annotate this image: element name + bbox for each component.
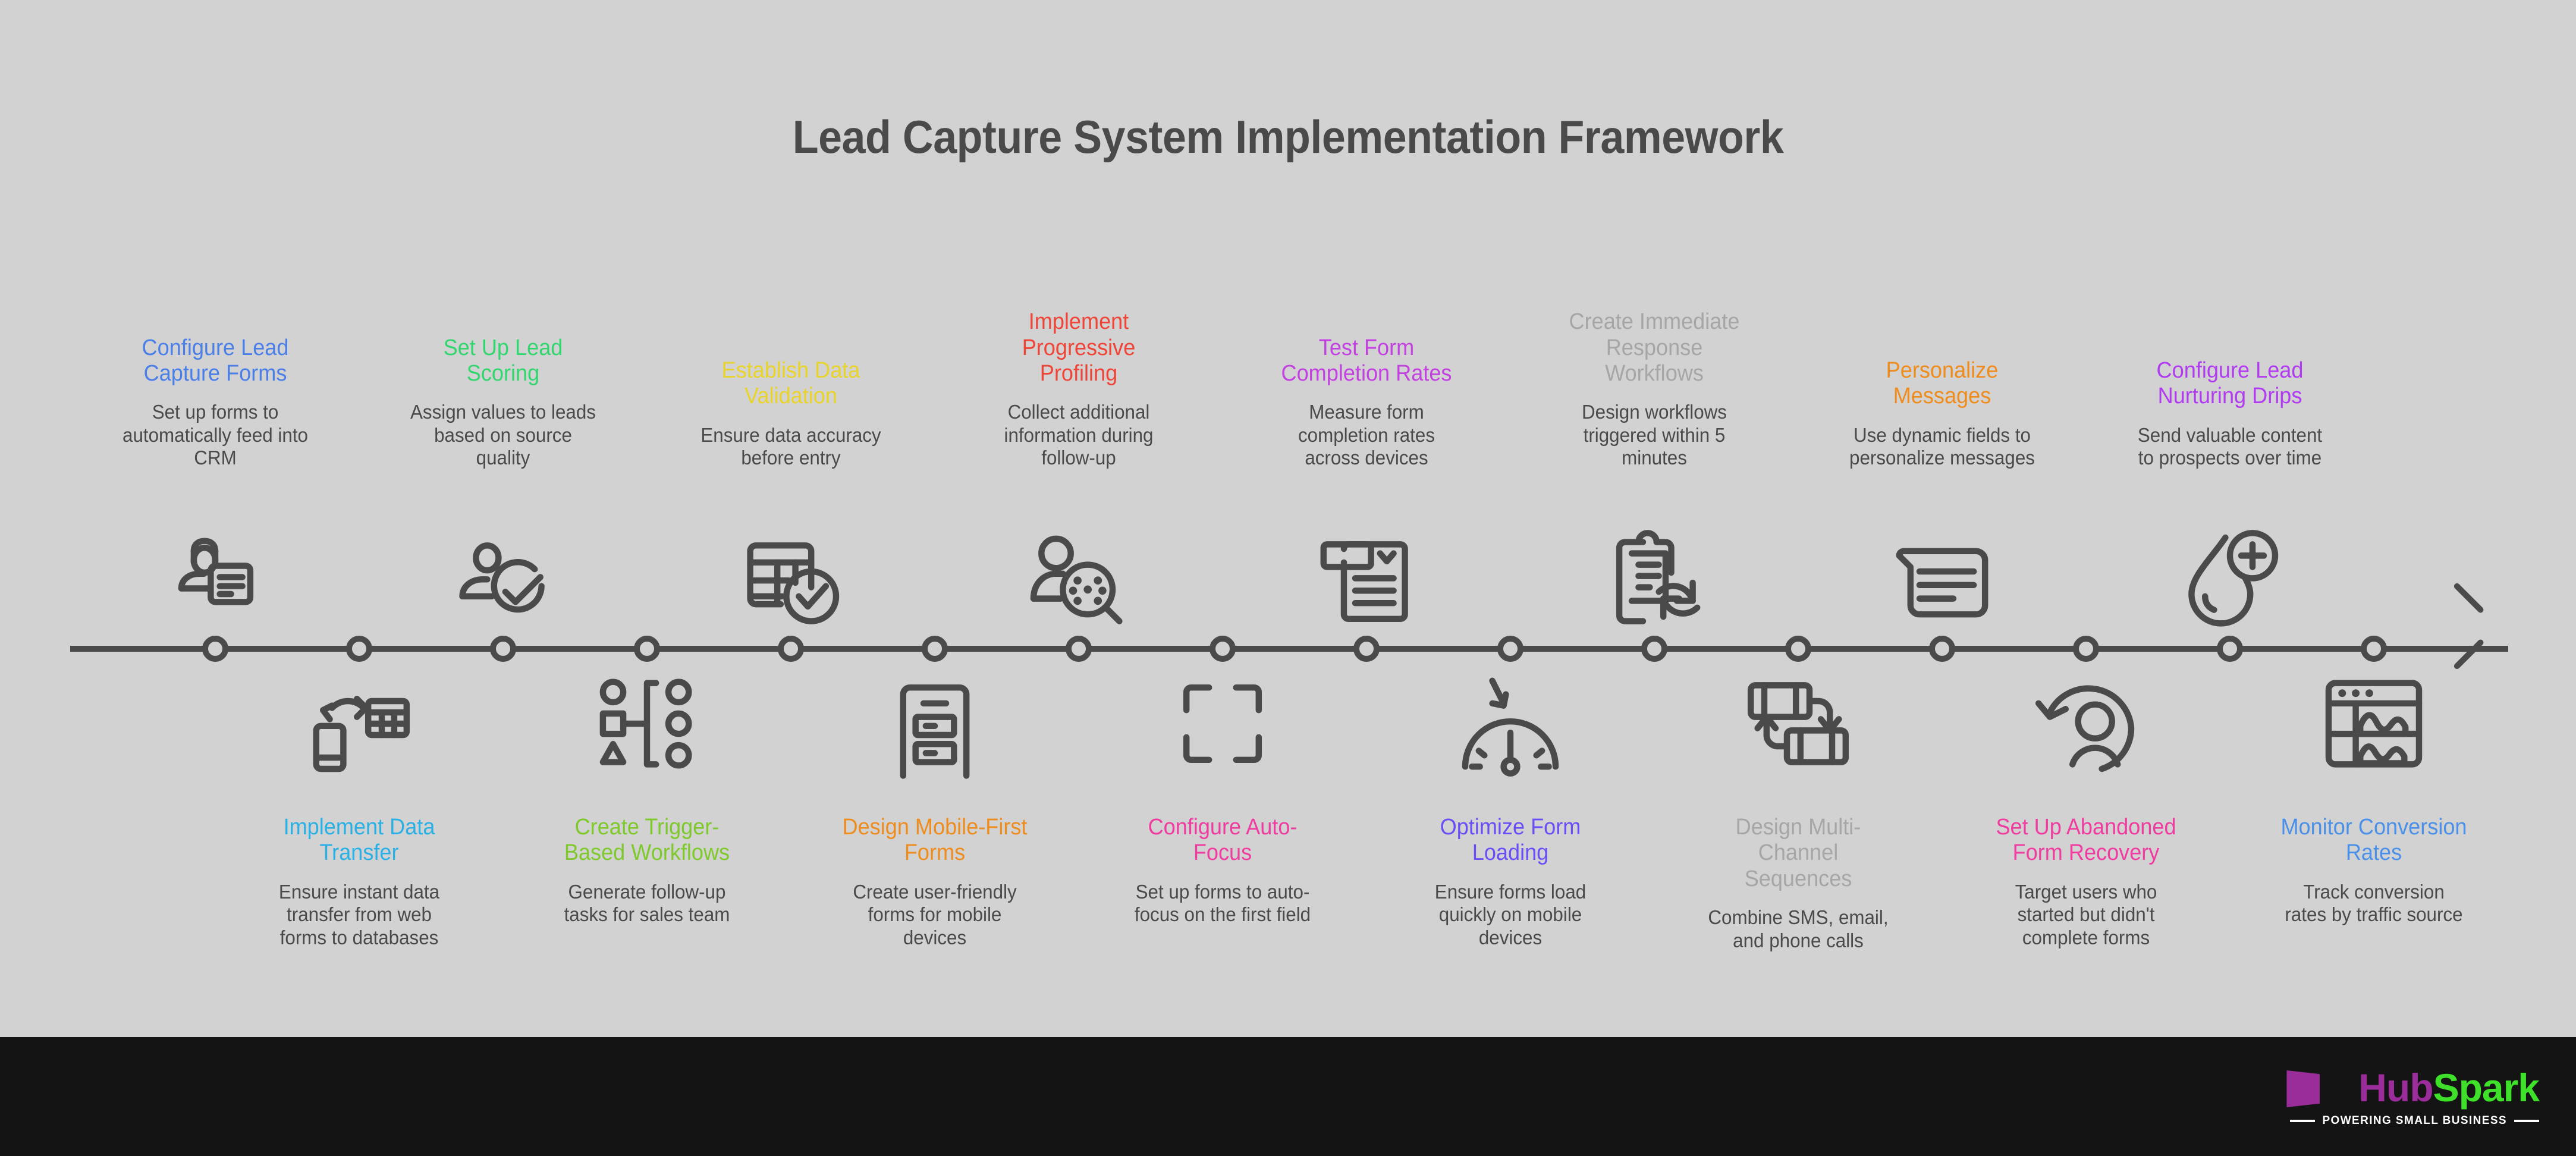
timeline-node-dot [1066,636,1092,662]
step-heading: Configure Lead Nurturing Drips [2156,358,2304,409]
focus-brackets-icon [1166,667,1279,780]
step-description: Collect additional information during fo… [1004,401,1154,469]
step-description: Use dynamic fields to personalize messag… [1849,423,2035,469]
droplet-plus-icon [2173,526,2286,639]
timeline-node-dot [2217,636,2243,662]
tagline-rule-right [2514,1120,2539,1122]
step-description: Measure form completion rates across dev… [1298,401,1435,469]
step-description: Ensure data accuracy before entry [700,423,881,469]
tagline-text: POWERING SMALL BUSINESS [2322,1114,2507,1127]
step-heading: Establish Data Validation [721,358,860,409]
person-check-icon [447,526,560,639]
step-description: Generate follow-up tasks for sales team [564,880,730,926]
table-check-icon [734,526,847,639]
timeline-node-dot [922,636,948,662]
step-heading: Design Multi-Channel Sequences [1735,815,1861,891]
person-form-icon [159,526,272,639]
multi-channel-swap-icon [1742,667,1855,780]
brand-tagline: POWERING SMALL BUSINESS [2290,1114,2539,1127]
timeline-node-dot [2073,636,2099,662]
step-description: Assign values to leads based on source q… [410,401,596,469]
step-description: Create user-friendly forms for mobile de… [853,880,1017,948]
analytics-dashboard-icon [2317,667,2430,780]
form-dropdown-icon [1310,526,1423,639]
mobile-form-drawer-icon [878,667,991,780]
timeline-node-dot [1929,636,1955,662]
step-description: Set up forms to automatically feed into … [122,401,308,469]
brand-logo-wordmark: HubSpark [2286,1066,2540,1110]
tagline-rule-left [2290,1120,2316,1122]
step-heading: Implement Data Transfer [283,815,435,866]
timeline-axis [70,646,2508,652]
step-heading: Set Up Abandoned Form Recovery [1996,815,2176,866]
step-heading: Create Trigger-Based Workflows [564,815,730,866]
person-return-arrow-icon [2030,667,2143,780]
speed-gauge-icon [1454,667,1567,780]
step-description: Set up forms to auto-focus on the first … [1134,880,1311,926]
person-magnifier-icon [1022,526,1135,639]
step-heading: Create Immediate Response Workflows [1569,309,1740,386]
timeline-node-dot [346,636,372,662]
timeline-node-dot [634,636,660,662]
clipboard-refresh-icon [1598,526,1711,639]
timeline-node-dot [2361,636,2387,662]
timeline-node-dot [1785,636,1811,662]
step-description: Design workflows triggered within 5 minu… [1582,401,1727,469]
step-description: Track conversion rates by traffic source [2285,880,2463,926]
step-heading: Optimize Form Loading [1440,815,1581,866]
step-heading: Test Form Completion Rates [1281,335,1452,386]
timeline-node-dot [1210,636,1236,662]
step-description: Target users who started but didn't comp… [2015,880,2157,948]
brand-logo: HubSpark POWERING SMALL BUSINESS [2286,1066,2540,1127]
step-heading: Personalize Messages [1886,358,1999,409]
step-heading: Configure Auto-Focus [1148,815,1298,866]
chat-bubble-icon [1886,526,1999,639]
timeline-node-dot [202,636,228,662]
timeline-node-dot [490,636,516,662]
step-heading: Set Up Lead Scoring [443,335,563,386]
phone-to-spreadsheet-transfer-icon [303,667,416,780]
timeline-node-dot [1353,636,1380,662]
brand-logo-hub: Hub [2358,1066,2433,1110]
workflow-branch-icon [590,667,703,780]
step-description: Ensure instant data transfer from web fo… [278,880,440,948]
page-title: Lead Capture System Implementation Frame… [792,111,1784,163]
step-heading: Monitor Conversion Rates [2280,815,2467,866]
brand-logo-mark-icon [2286,1070,2320,1107]
step-heading: Design Mobile-First Forms [842,815,1028,866]
timeline-node-dot [1497,636,1523,662]
footer-bar: HubSpark POWERING SMALL BUSINESS [0,1037,2576,1156]
step-description: Ensure forms load quickly on mobile devi… [1434,880,1587,948]
timeline-node-dot [778,636,804,662]
step-heading: Configure Lead Capture Forms [142,335,289,386]
step-description: Send valuable content to prospects over … [2137,423,2323,469]
brand-logo-spark: Spark [2433,1066,2540,1110]
step-description: Combine SMS, email, and phone calls [1708,906,1889,951]
step-heading: Implement Progressive Profiling [1022,309,1136,386]
timeline-node-dot [1641,636,1667,662]
